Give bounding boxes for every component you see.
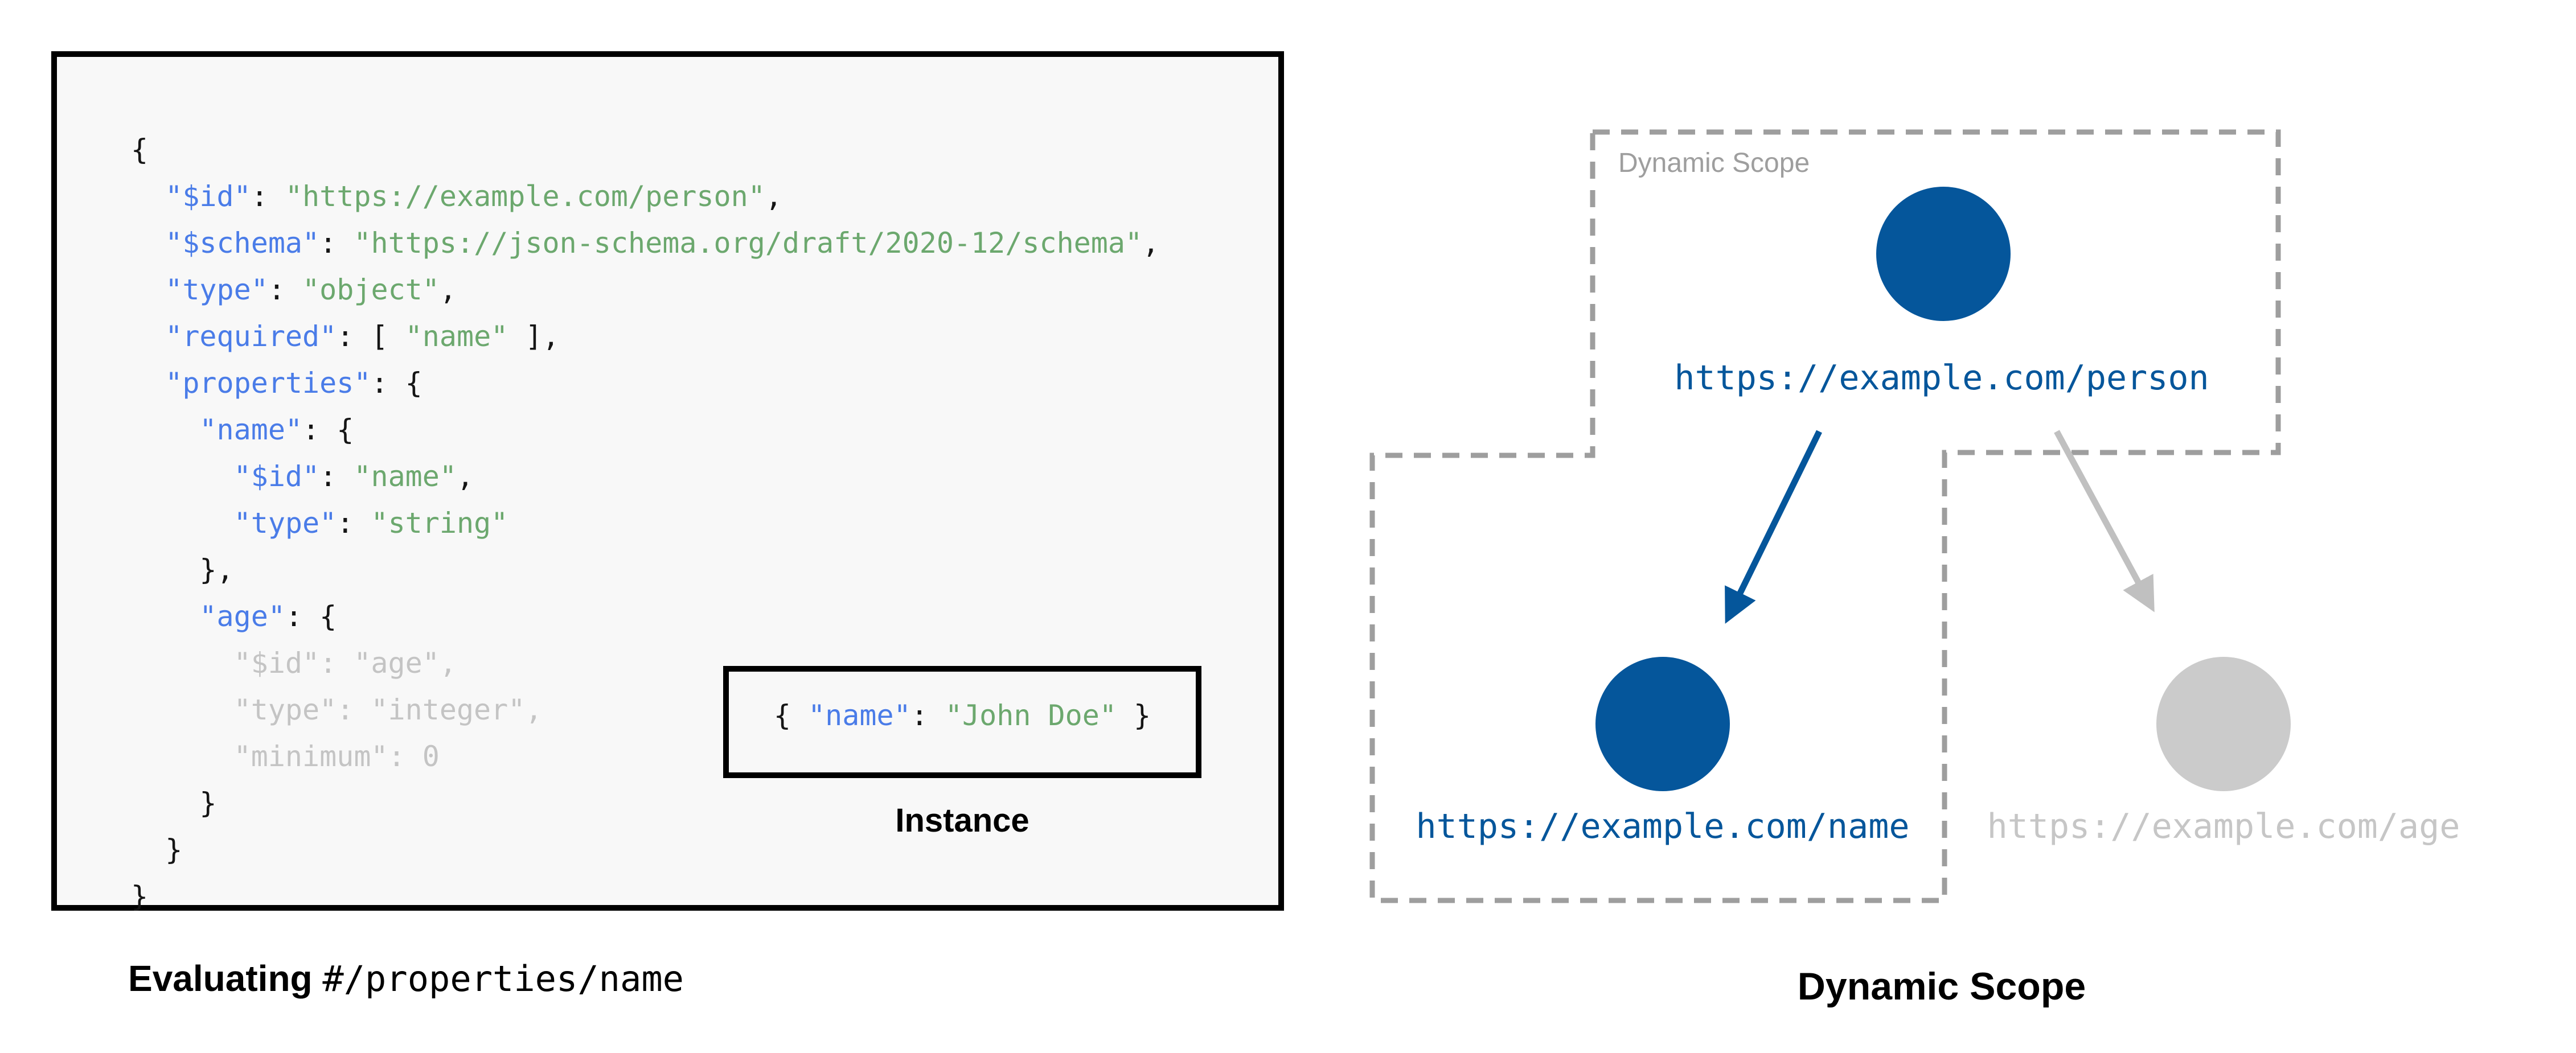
caption-dynamic-scope: Dynamic Scope bbox=[1797, 965, 2086, 1008]
scope-corner-label: Dynamic Scope bbox=[1618, 148, 1810, 178]
code-line: "$id": "name", bbox=[233, 460, 474, 493]
code-line: "type": "integer", bbox=[131, 693, 543, 726]
instance-label: Instance bbox=[895, 802, 1029, 839]
schema-code-box: { "$id": "https://example.com/person", "… bbox=[51, 51, 1284, 913]
code-line: { "name": "John Doe" } bbox=[773, 698, 1151, 732]
instance-box: { "name": "John Doe" } bbox=[723, 666, 1201, 778]
node-person-label: https://example.com/person bbox=[1674, 358, 2209, 398]
code-line: } bbox=[131, 787, 217, 820]
node-age-circle bbox=[2156, 657, 2291, 791]
code-line: "type": "string" bbox=[233, 507, 508, 540]
code-line: }, bbox=[131, 553, 234, 586]
node-name-circle bbox=[1595, 657, 1730, 791]
schema-code: { "$id": "https://example.com/person", "… bbox=[131, 126, 1159, 920]
dynamic-scope-boundary bbox=[1369, 129, 2281, 903]
code-line: "type": "object", bbox=[165, 273, 457, 306]
code-line: "$id": "https://example.com/person", bbox=[165, 180, 782, 213]
code-line: } bbox=[131, 880, 149, 913]
instance-code: { "name": "John Doe" } bbox=[774, 699, 1151, 746]
code-line: { bbox=[131, 133, 149, 166]
code-line: "age": { bbox=[199, 600, 337, 633]
node-name-label: https://example.com/name bbox=[1416, 807, 1910, 846]
caption-evaluating-bold: Evaluating bbox=[128, 958, 313, 999]
arrow-person-to-name bbox=[1725, 430, 1822, 624]
caption-evaluating-pointer: #/properties/name bbox=[322, 958, 684, 999]
node-person-circle bbox=[1876, 187, 2011, 321]
code-line: "minimum": 0 bbox=[131, 740, 440, 773]
caption-evaluating: Evaluating #/properties/name bbox=[128, 957, 684, 999]
code-line: } bbox=[131, 833, 183, 866]
code-line: "$id": "age", bbox=[131, 647, 457, 680]
code-line: "name": { bbox=[199, 413, 354, 446]
code-line: "required": [ "name" ], bbox=[165, 320, 560, 353]
node-age-label: https://example.com/age bbox=[1987, 807, 2460, 846]
arrow-person-to-age bbox=[2054, 430, 2155, 612]
code-line: "properties": { bbox=[165, 367, 423, 400]
code-line: "$schema": "https://json-schema.org/draf… bbox=[165, 227, 1160, 260]
